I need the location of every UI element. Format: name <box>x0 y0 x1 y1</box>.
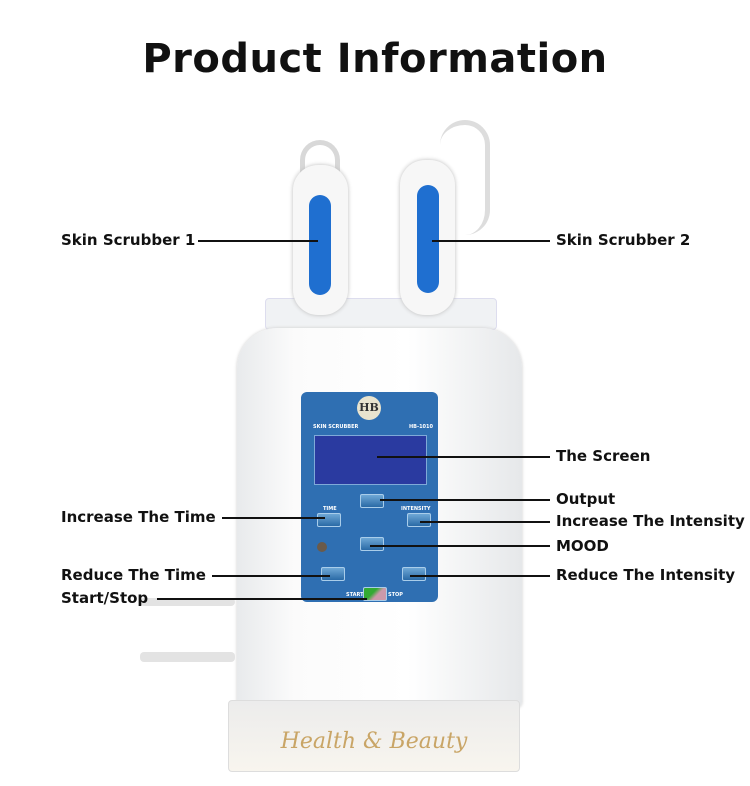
handle-accent <box>309 195 331 295</box>
skin-scrubber-2 <box>400 160 455 315</box>
label-increase-time: Increase The Time <box>61 508 216 526</box>
handle-accent <box>417 185 439 293</box>
indicator-icon <box>317 542 327 552</box>
model-number: HB-1010 <box>409 424 433 430</box>
leader-line <box>410 575 550 577</box>
label-start-stop: Start/Stop <box>61 589 149 607</box>
output-button[interactable] <box>360 494 384 508</box>
label-reduce-intensity: Reduce The Intensity <box>556 566 736 584</box>
intensity-label: INTENSITY <box>401 506 431 512</box>
leader-line <box>198 240 318 242</box>
model-name: SKIN SCRUBBER <box>313 424 359 430</box>
leader-line <box>157 598 367 600</box>
mood-button[interactable] <box>360 537 384 551</box>
increase-intensity-button[interactable] <box>407 513 431 527</box>
logo: HB <box>357 396 381 420</box>
label-mood: MOOD <box>556 537 609 555</box>
base-text: Health & Beauty <box>280 729 468 754</box>
leader-line <box>212 575 330 577</box>
label-skin-scrubber-2: Skin Scrubber 2 <box>556 231 691 249</box>
cable-2 <box>440 120 490 235</box>
reduce-time-button[interactable] <box>321 567 345 581</box>
increase-time-button[interactable] <box>317 513 341 527</box>
leader-line <box>420 521 550 523</box>
time-label: TIME <box>323 506 337 512</box>
label-reduce-time: Reduce The Time <box>61 566 206 584</box>
label-output: Output <box>556 490 616 508</box>
leader-line <box>380 499 550 501</box>
control-panel: HB SKIN SCRUBBER HB-1010 TIME INTENSITY … <box>301 392 438 602</box>
cable-plug-1 <box>140 598 235 606</box>
page-title: Product Information <box>142 36 608 82</box>
reduce-intensity-button[interactable] <box>402 567 426 581</box>
start-label: START <box>346 592 364 598</box>
label-increase-intensity: Increase The Intensity <box>556 512 745 530</box>
lcd-screen <box>314 435 427 485</box>
device-base: Health & Beauty <box>228 700 520 772</box>
leader-line <box>370 545 550 547</box>
label-skin-scrubber-1: Skin Scrubber 1 <box>61 231 196 249</box>
leader-line <box>222 517 325 519</box>
stop-label: STOP <box>388 592 403 598</box>
start-stop-button[interactable] <box>363 587 387 601</box>
leader-line <box>432 240 550 242</box>
label-screen: The Screen <box>556 447 651 465</box>
leader-line <box>377 456 550 458</box>
cable-plug-2 <box>140 652 235 662</box>
